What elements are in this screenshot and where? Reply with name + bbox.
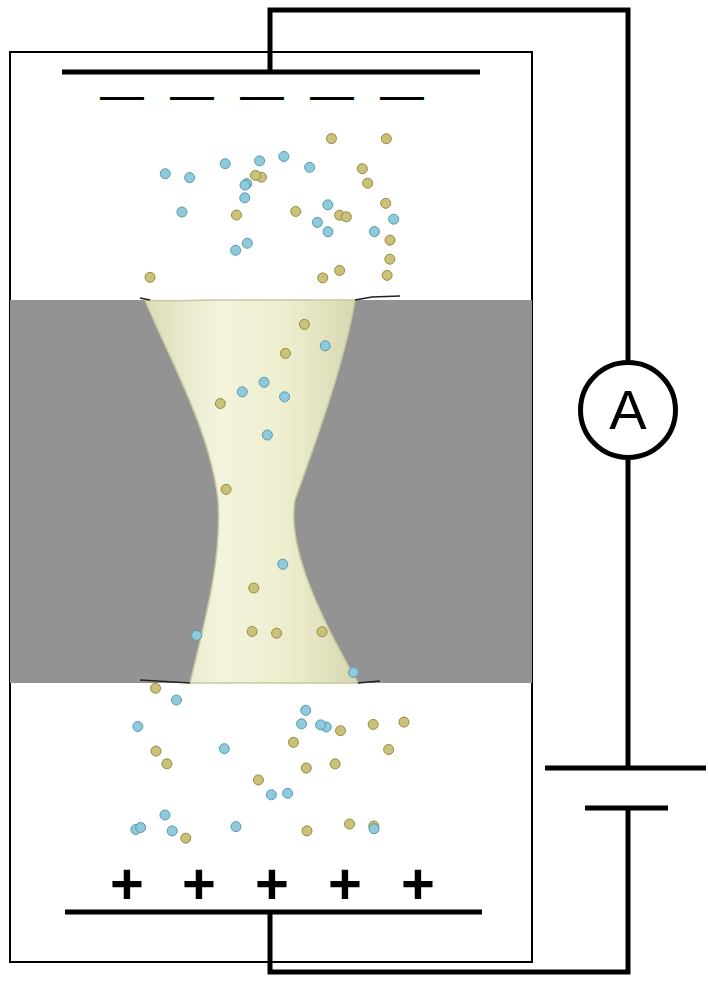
ion: [320, 341, 330, 351]
ion: [369, 227, 379, 237]
ion: [305, 162, 315, 172]
ion: [231, 245, 241, 255]
ion: [160, 810, 170, 820]
ion: [136, 823, 146, 833]
ion: [262, 430, 272, 440]
ion: [291, 206, 301, 216]
ion: [317, 627, 327, 637]
ion: [369, 824, 379, 834]
battery-plate-short: [585, 806, 668, 811]
ion: [385, 235, 395, 245]
ion: [399, 717, 409, 727]
ion: [316, 720, 326, 730]
ion: [240, 193, 250, 203]
wire: [270, 808, 628, 972]
ion: [288, 737, 298, 747]
positive-charge: +: [255, 855, 289, 913]
pore-rim: [140, 296, 400, 300]
ion: [280, 348, 290, 358]
ion: [162, 759, 172, 769]
ion: [231, 210, 241, 220]
positive-charge: +: [401, 855, 435, 913]
negative-charge: —: [380, 73, 424, 117]
ion: [242, 238, 252, 248]
negative-charge: —: [100, 73, 144, 117]
ion: [323, 200, 333, 210]
ion: [299, 319, 309, 329]
ion: [177, 207, 187, 217]
positive-charge: +: [328, 855, 362, 913]
ion: [145, 272, 155, 282]
ion: [326, 134, 336, 144]
ion: [312, 217, 322, 227]
ion: [160, 169, 170, 179]
ion: [297, 719, 307, 729]
ion: [341, 212, 351, 222]
ion: [279, 151, 289, 161]
ion: [318, 273, 328, 283]
ion: [381, 134, 391, 144]
positive-charge: +: [182, 855, 216, 913]
negative-charge: —: [170, 73, 214, 117]
ion: [349, 667, 359, 677]
ion: [151, 683, 161, 693]
battery-plate-long: [545, 766, 706, 771]
ion: [133, 721, 143, 731]
ion: [335, 265, 345, 275]
ion: [171, 695, 181, 705]
ion: [381, 198, 391, 208]
ion: [389, 214, 399, 224]
ion: [272, 628, 282, 638]
ion: [368, 719, 378, 729]
ion: [247, 626, 257, 636]
ion: [221, 484, 231, 494]
ions: [131, 134, 409, 844]
ion: [215, 399, 225, 409]
ion: [237, 387, 247, 397]
ion: [219, 744, 229, 754]
ion: [231, 822, 241, 832]
ion: [240, 180, 250, 190]
ion: [259, 377, 269, 387]
ion: [357, 164, 367, 174]
ion: [336, 726, 346, 736]
ion: [185, 173, 195, 183]
ion: [151, 746, 161, 756]
membrane: [10, 300, 532, 683]
ion: [384, 744, 394, 754]
ion: [220, 159, 230, 169]
ion: [250, 170, 260, 180]
ammeter-symbol: A: [578, 360, 678, 460]
ion: [167, 826, 177, 836]
ion: [283, 788, 293, 798]
ion: [345, 819, 355, 829]
ion: [280, 392, 290, 402]
ion: [363, 178, 373, 188]
ion: [323, 227, 333, 237]
wire: [270, 10, 628, 360]
wire: [626, 460, 631, 768]
negative-charge: —: [310, 73, 354, 117]
cell-outline: [10, 52, 532, 962]
ion: [266, 790, 276, 800]
ion: [253, 775, 263, 785]
ion: [385, 254, 395, 264]
ion: [382, 270, 392, 280]
ion: [249, 583, 259, 593]
nanopore: [145, 300, 358, 683]
pore-rim: [140, 680, 380, 683]
ion: [278, 559, 288, 569]
ion: [192, 630, 202, 640]
ion: [181, 833, 191, 843]
positive-charge: +: [110, 855, 144, 913]
ion: [255, 156, 265, 166]
ion: [301, 705, 311, 715]
meter-letter: A: [609, 382, 646, 438]
ion: [301, 763, 311, 773]
ion: [302, 826, 312, 836]
ion: [330, 759, 340, 769]
negative-charge: —: [240, 73, 284, 117]
